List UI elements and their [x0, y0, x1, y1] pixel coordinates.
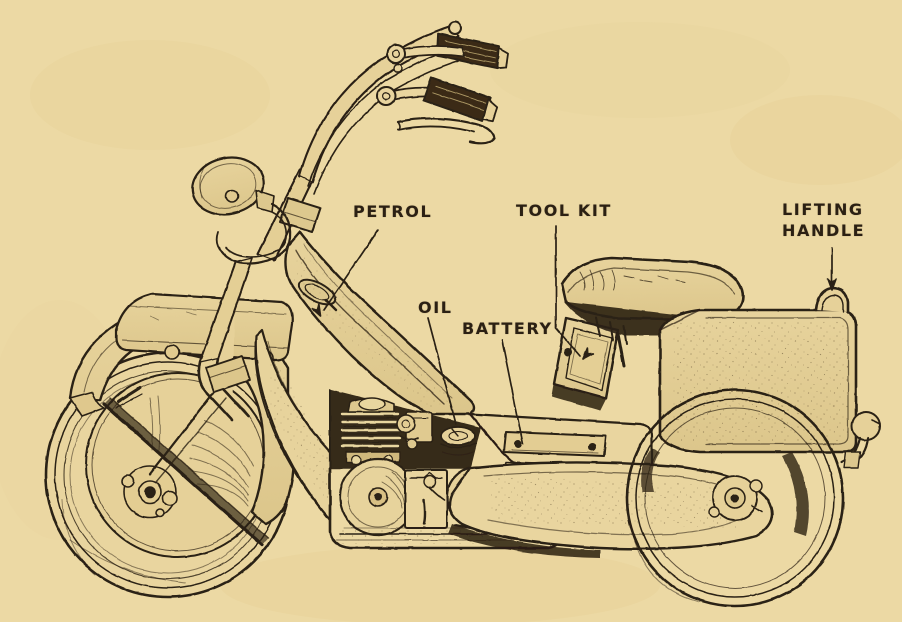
callout-tool-kit: TOOL KIT	[516, 201, 612, 220]
petrol-tank	[254, 230, 476, 522]
leader-toolkit	[555, 225, 581, 357]
cylinder-fins	[340, 412, 402, 448]
leader-lines	[311, 225, 837, 445]
rear-wheel	[625, 388, 861, 608]
leader-oil	[427, 317, 457, 425]
leader-battery	[501, 339, 524, 445]
callout-battery: BATTERY	[462, 319, 553, 338]
front-fork	[148, 168, 321, 483]
rear-chaincase	[448, 461, 774, 558]
battery-plate	[503, 431, 607, 457]
handlebar	[298, 21, 509, 195]
leader-petrol	[323, 229, 379, 311]
headlamp	[191, 156, 292, 265]
rear-body-panel	[658, 286, 881, 466]
callout-lifting-handle: LIFTING HANDLE	[782, 200, 866, 240]
callout-petrol: PETROL	[353, 202, 433, 221]
oil-filler	[440, 426, 476, 456]
handlebar-grip-lower	[422, 76, 499, 122]
callout-oil: OIL	[418, 298, 453, 317]
rear-hub	[708, 475, 763, 521]
